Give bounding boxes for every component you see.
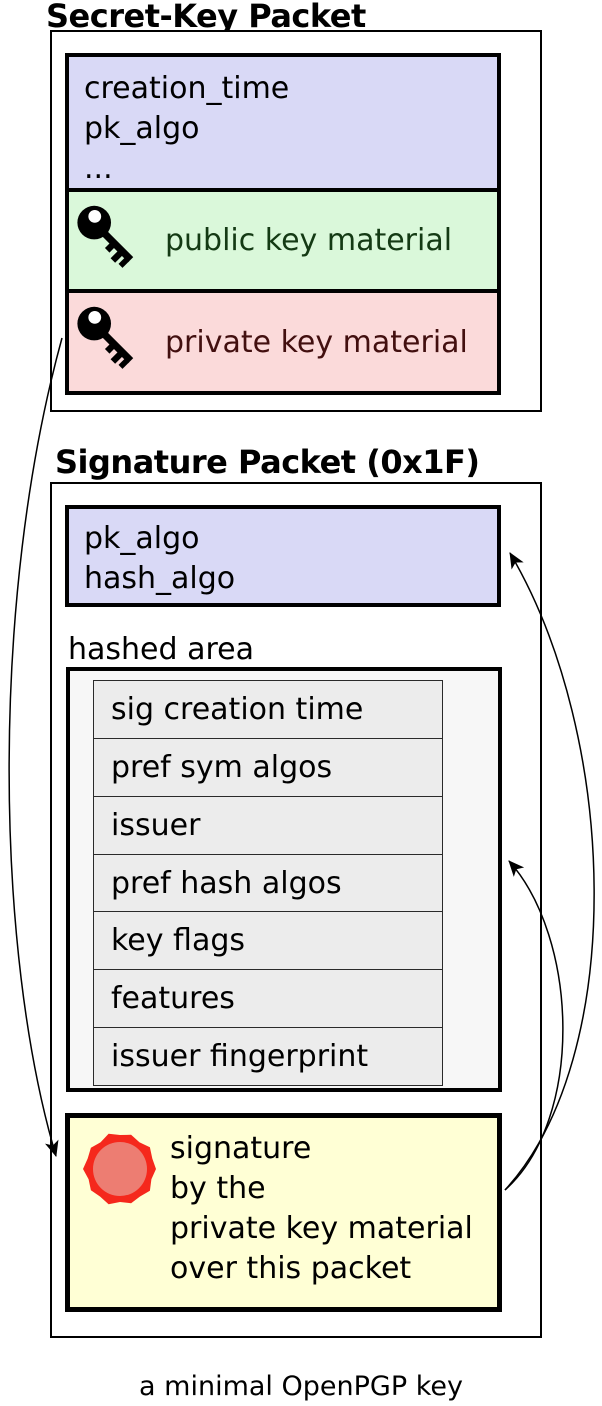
- hashed-area-label: hashed area: [68, 632, 254, 667]
- signature-packet-title: Signature Packet (0x1F): [55, 443, 480, 481]
- public-key-material-box: public key material: [65, 188, 501, 293]
- subpacket-row-issuer-fingerprint: issuer fingerprint: [94, 1027, 442, 1085]
- subpacket-list: sig creation time pref sym algos issuer …: [93, 680, 443, 1086]
- private-key-material-box: private key material: [65, 289, 501, 395]
- subpacket-row-pref-sym-algos: pref sym algos: [94, 737, 442, 796]
- header-field-ellipsis: ...: [84, 151, 113, 186]
- public-key-label: public key material: [165, 223, 453, 258]
- subpacket-row-pref-hash-algos: pref hash algos: [94, 853, 442, 912]
- signature-box: signature by the private key material ov…: [65, 1113, 502, 1312]
- header-field-pk-algo: pk_algo: [84, 111, 200, 146]
- subpacket-row-key-flags: key flags: [94, 911, 442, 969]
- public-key-icon: [75, 200, 155, 282]
- key-header-fields-box: creation_time pk_algo ...: [65, 53, 501, 192]
- private-key-label: private key material: [165, 324, 468, 360]
- signature-text-line-3: private key material: [170, 1211, 473, 1246]
- header-field-creation-time: creation_time: [84, 71, 290, 106]
- signature-text-line-4: over this packet: [170, 1251, 412, 1286]
- sig-header-fields-box: pk_algo hash_algo: [65, 505, 501, 607]
- seal-icon: [72, 1121, 168, 1217]
- sig-header-field-pk-algo: pk_algo: [84, 521, 200, 556]
- diagram-caption: a minimal OpenPGP key: [139, 1371, 463, 1402]
- hashed-area-box: sig creation time pref sym algos issuer …: [66, 667, 502, 1092]
- subpacket-row-features: features: [94, 969, 442, 1027]
- signature-text-line-2: by the: [170, 1171, 266, 1206]
- subpacket-row-sig-creation-time: sig creation time: [111, 691, 364, 727]
- private-key-icon: [75, 301, 155, 383]
- subpacket-row-issuer: issuer: [94, 795, 442, 854]
- sig-header-field-hash-algo: hash_algo: [84, 561, 236, 596]
- secret-key-packet-title: Secret-Key Packet: [46, 0, 366, 35]
- signature-text-line-1: signature: [170, 1131, 312, 1166]
